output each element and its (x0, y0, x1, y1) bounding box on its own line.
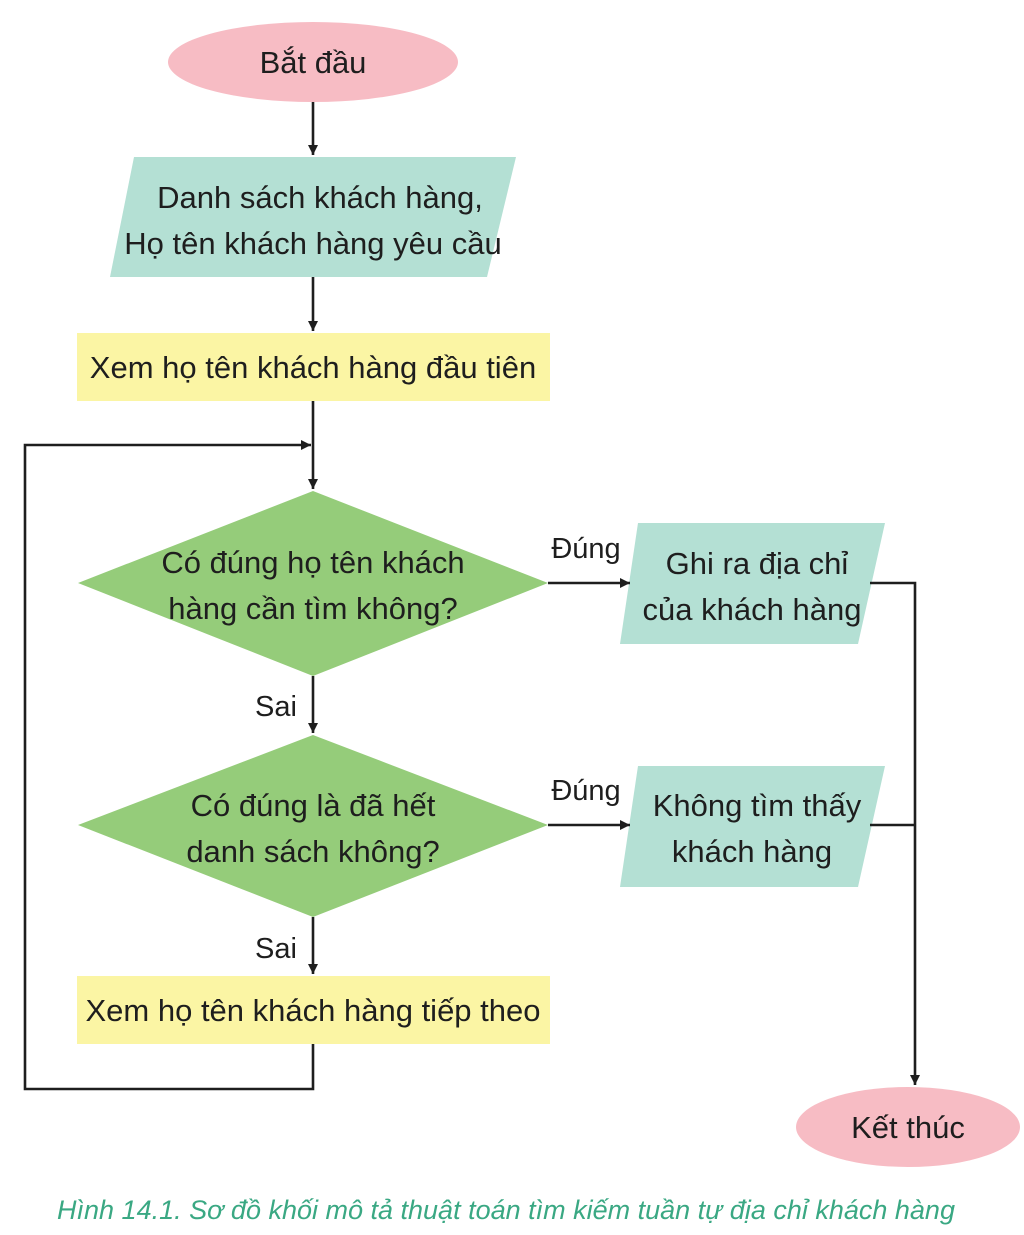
output-found-line2: của khách hàng (643, 592, 862, 627)
edge-label-false-2: Sai (255, 933, 297, 965)
edge-label-true-2: Đúng (551, 775, 620, 807)
output-notfound-line2: khách hàng (672, 834, 832, 869)
decision2-label-line1: Có đúng là đã hết (191, 788, 436, 823)
figure-caption: Hình 14.1. Sơ đồ khối mô tả thuật toán t… (57, 1195, 955, 1225)
end-terminal (796, 1087, 1020, 1167)
output-found-line1: Ghi ra địa chỉ (666, 546, 849, 581)
process-next-label: Xem họ tên khách hàng tiếp theo (86, 993, 541, 1028)
process-first-label: Xem họ tên khách hàng đầu tiên (90, 350, 536, 385)
edge-label-false-1: Sai (255, 691, 297, 723)
input-label-line2: Họ tên khách hàng yêu cầu (124, 226, 501, 261)
decision2-label-line2: danh sách không? (186, 834, 439, 869)
input-parallelogram (110, 157, 516, 277)
decision1-label-line2: hàng cần tìm không? (168, 591, 458, 626)
edge-label-true-1: Đúng (551, 533, 620, 565)
process-first (77, 333, 550, 401)
output-found (620, 523, 885, 644)
decision-found (78, 491, 548, 676)
output-not-found (620, 766, 885, 887)
input-label-line1: Danh sách khách hàng, (157, 180, 483, 215)
start-label: Bắt đầu (260, 45, 367, 80)
end-label: Kết thúc (851, 1110, 965, 1145)
loop-back-connector (23, 440, 315, 1091)
output-notfound-line1: Không tìm thấy (653, 788, 862, 823)
process-next (77, 976, 550, 1044)
decision-end-of-list (78, 735, 548, 917)
start-terminal (168, 22, 458, 102)
decision1-label-line1: Có đúng họ tên khách (161, 545, 464, 580)
connector-found-to-end (870, 581, 920, 1085)
